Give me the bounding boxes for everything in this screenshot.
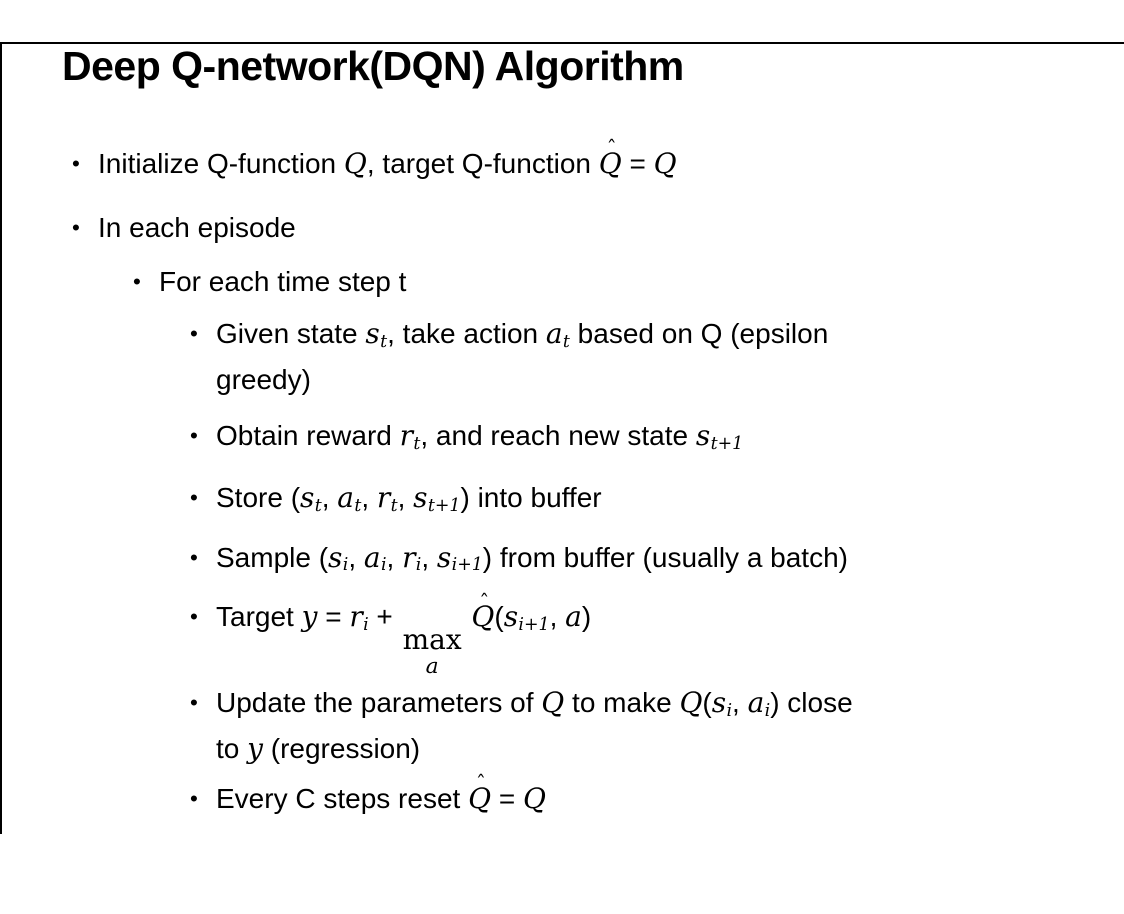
math-variable: s	[328, 540, 343, 574]
math-variable: r	[402, 540, 416, 574]
math-subscript: t+1	[710, 433, 744, 454]
bullet-text: Obtain reward rt, and reach new state st…	[216, 419, 744, 454]
math-variable: s	[365, 317, 380, 351]
slide-title: Deep Q-network(DQN) Algorithm	[62, 43, 684, 89]
math-subscript: t	[390, 495, 398, 516]
bullet-list: • Initialize Q-function Q, target Q-funct…	[0, 136, 1124, 818]
math-variable: y	[247, 732, 263, 766]
slide-top-border	[0, 42, 1124, 44]
math-subscript: t	[380, 332, 388, 352]
math-variable: Q	[679, 686, 703, 720]
math-variable: s	[503, 600, 519, 634]
bullet-marker: •	[190, 786, 198, 812]
math-variable: r	[349, 600, 363, 634]
math-variable: a	[565, 600, 582, 634]
bullet-item: • Store (st, at, rt, st+1) into buffer	[190, 479, 1124, 525]
math-variable: a	[747, 686, 765, 720]
bullet-marker: •	[133, 269, 141, 295]
math-subscript: i	[363, 615, 369, 636]
math-variable: s	[695, 419, 711, 452]
math-variable: a	[363, 540, 381, 574]
bullet-marker: •	[190, 604, 198, 630]
math-subscript: i	[342, 555, 349, 576]
math-variable: Q	[541, 686, 565, 720]
math-variable: Q	[522, 782, 546, 816]
math-variable: a	[337, 480, 354, 514]
bullet-marker: •	[190, 690, 198, 716]
bullet-item: • In each episode	[72, 209, 1124, 247]
math-subscript: t	[562, 332, 570, 352]
bullet-item: •Obtain reward rt, and reach new state s…	[190, 417, 1124, 463]
bullet-item: • Initialize Q-function Q, target Q-funct…	[72, 136, 1124, 183]
math-variable: y	[301, 600, 318, 634]
bullet-marker: •	[190, 321, 198, 347]
bullet-item: • Sample (si, ai, ri, si+1) from buffer (…	[190, 539, 1124, 585]
math-subscript: i+1	[451, 555, 483, 576]
bullet-text: Update the parameters of Q to make Q(si,…	[216, 686, 853, 766]
math-variable: s	[413, 480, 428, 514]
math-subscript: t	[314, 495, 322, 516]
hat-icon: ˆ	[606, 136, 617, 161]
math-variable: s	[436, 540, 452, 574]
math-variable: r	[376, 480, 391, 514]
bullet-text: In each episode	[98, 212, 296, 244]
math-subscript: t	[354, 495, 362, 516]
math-subscript: i	[380, 555, 387, 576]
math-variable: s	[300, 480, 315, 514]
bullet-text: Initialize Q-function Q, target Q-functi…	[98, 136, 677, 183]
math-subscript: i+1	[518, 615, 550, 636]
math-subscript: i	[415, 555, 422, 576]
max-under-argument: a	[425, 654, 439, 680]
bullet-text: For each time step t	[159, 266, 407, 298]
bullet-marker: •	[72, 215, 80, 241]
math-subscript: i	[764, 701, 771, 722]
math-variable: s	[711, 686, 727, 720]
math-subscript: t	[413, 433, 421, 454]
slide-left-border	[0, 42, 2, 834]
bullet-item: •Given state st, take action at based on…	[190, 315, 1124, 399]
math-variable: Q	[653, 147, 677, 181]
math-variable: Q	[343, 147, 367, 181]
max-label: max	[402, 623, 462, 657]
math-variable: a	[545, 317, 563, 351]
bullet-item: • Update the parameters of Q to make Q(si…	[190, 684, 1124, 768]
bullet-marker: •	[190, 484, 198, 510]
math-subscript: i	[726, 701, 733, 722]
bullet-marker: •	[190, 544, 198, 570]
bullet-marker: •	[190, 423, 198, 448]
hat-icon: ˆ	[479, 589, 490, 614]
hat-icon: ˆ	[475, 771, 486, 796]
bullet-marker: •	[72, 151, 80, 177]
bullet-item: • For each time step t	[133, 263, 1124, 301]
math-subscript: t+1	[427, 495, 461, 516]
bullet-text: Sample (si, ai, ri, si+1) from buffer (u…	[216, 540, 848, 576]
math-variable: r	[399, 419, 414, 452]
slide: { "slide": { "title": "Deep Q-network(DQ…	[0, 42, 1124, 914]
bullet-text: Given state st, take action at based on …	[216, 317, 829, 395]
bullet-text: Store (st, at, rt, st+1) into buffer	[216, 480, 602, 516]
